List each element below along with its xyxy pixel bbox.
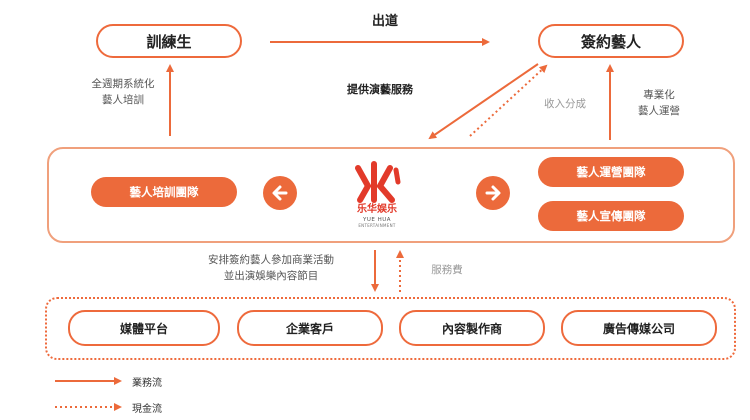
label-professional: 專業化 藝人運營 bbox=[624, 87, 694, 119]
logo-english: YUE HUA bbox=[362, 217, 392, 223]
node-artist-promotion-team: 藝人宣傳團隊 bbox=[538, 201, 684, 231]
left-arrow-icon bbox=[263, 176, 297, 210]
logo-chinese: 乐华娱乐 bbox=[357, 204, 397, 215]
label-training-line2: 藝人培訓 bbox=[102, 94, 144, 106]
node-content-producer: 內容製作商 bbox=[399, 310, 545, 346]
label-revenue-share: 收入分成 bbox=[544, 98, 586, 110]
label-pro-line2: 藝人運營 bbox=[638, 105, 680, 117]
node-media-platform: 媒體平台 bbox=[68, 310, 220, 346]
legend-cash-flow: 現金流 bbox=[132, 404, 162, 415]
clients-box bbox=[45, 297, 736, 360]
services-arrow bbox=[428, 63, 539, 140]
node-signed-artist: 簽約藝人 bbox=[538, 24, 684, 58]
node-corporate-client: 企業客戶 bbox=[237, 310, 383, 346]
label-arrange: 安排簽約藝人參加商業活動 並出演娛樂內容節目 bbox=[176, 252, 366, 284]
right-arrow-icon bbox=[476, 176, 510, 210]
revenue-arrow bbox=[469, 64, 548, 137]
label-debut: 出道 bbox=[371, 14, 398, 29]
label-provide-services: 提供演藝服務 bbox=[347, 83, 413, 96]
node-trainee: 訓練生 bbox=[96, 24, 242, 58]
node-artist-operation-team: 藝人運營團隊 bbox=[538, 157, 684, 187]
yuehua-logo-mark bbox=[355, 161, 401, 203]
node-advertising-media-company: 廣告傳媒公司 bbox=[561, 310, 717, 346]
yuehua-logo: 乐华娱乐 YUE HUA ENTERTAINMENT bbox=[346, 160, 408, 230]
label-arrange-line2: 並出演娛樂內容節目 bbox=[223, 270, 319, 282]
label-training: 全週期系統化 藝人培訓 bbox=[78, 76, 168, 108]
left-arrow-glyph bbox=[272, 185, 288, 201]
node-artist-training-team: 藝人培訓團隊 bbox=[91, 177, 237, 207]
legend-business-flow: 業務流 bbox=[132, 378, 162, 389]
label-pro-line1: 專業化 bbox=[643, 89, 675, 101]
label-service-fee: 服務費 bbox=[431, 264, 463, 276]
label-training-line1: 全週期系統化 bbox=[91, 78, 155, 90]
label-arrange-line1: 安排簽約藝人參加商業活動 bbox=[208, 254, 334, 266]
right-arrow-glyph bbox=[485, 185, 501, 201]
logo-sub: ENTERTAINMENT bbox=[358, 223, 396, 228]
